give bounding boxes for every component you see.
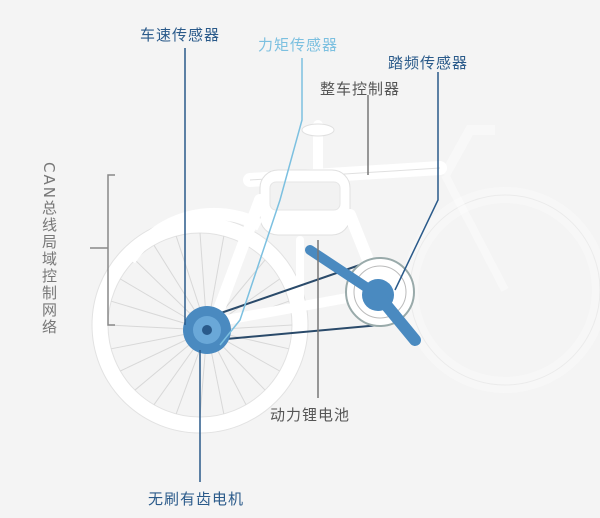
cadence-sensor-label: 踏频传感器	[388, 54, 469, 72]
speed-sensor-label: 车速传感器	[140, 26, 221, 44]
hub-motor	[183, 306, 231, 354]
cadence-sensor-unit	[305, 245, 421, 346]
motor-label: 无刷有齿电机	[148, 490, 245, 508]
chain	[214, 257, 381, 341]
rear-frame	[440, 125, 509, 292]
battery-label: 动力锂电池	[270, 406, 351, 424]
vehicle-controller-label: 整车控制器	[320, 80, 401, 98]
leader-lines	[184, 48, 439, 482]
torque-sensor-label: 力矩传感器	[258, 36, 339, 54]
can-bracket	[90, 174, 115, 326]
can-network-label: CAN总线局域控制网络	[40, 162, 58, 336]
